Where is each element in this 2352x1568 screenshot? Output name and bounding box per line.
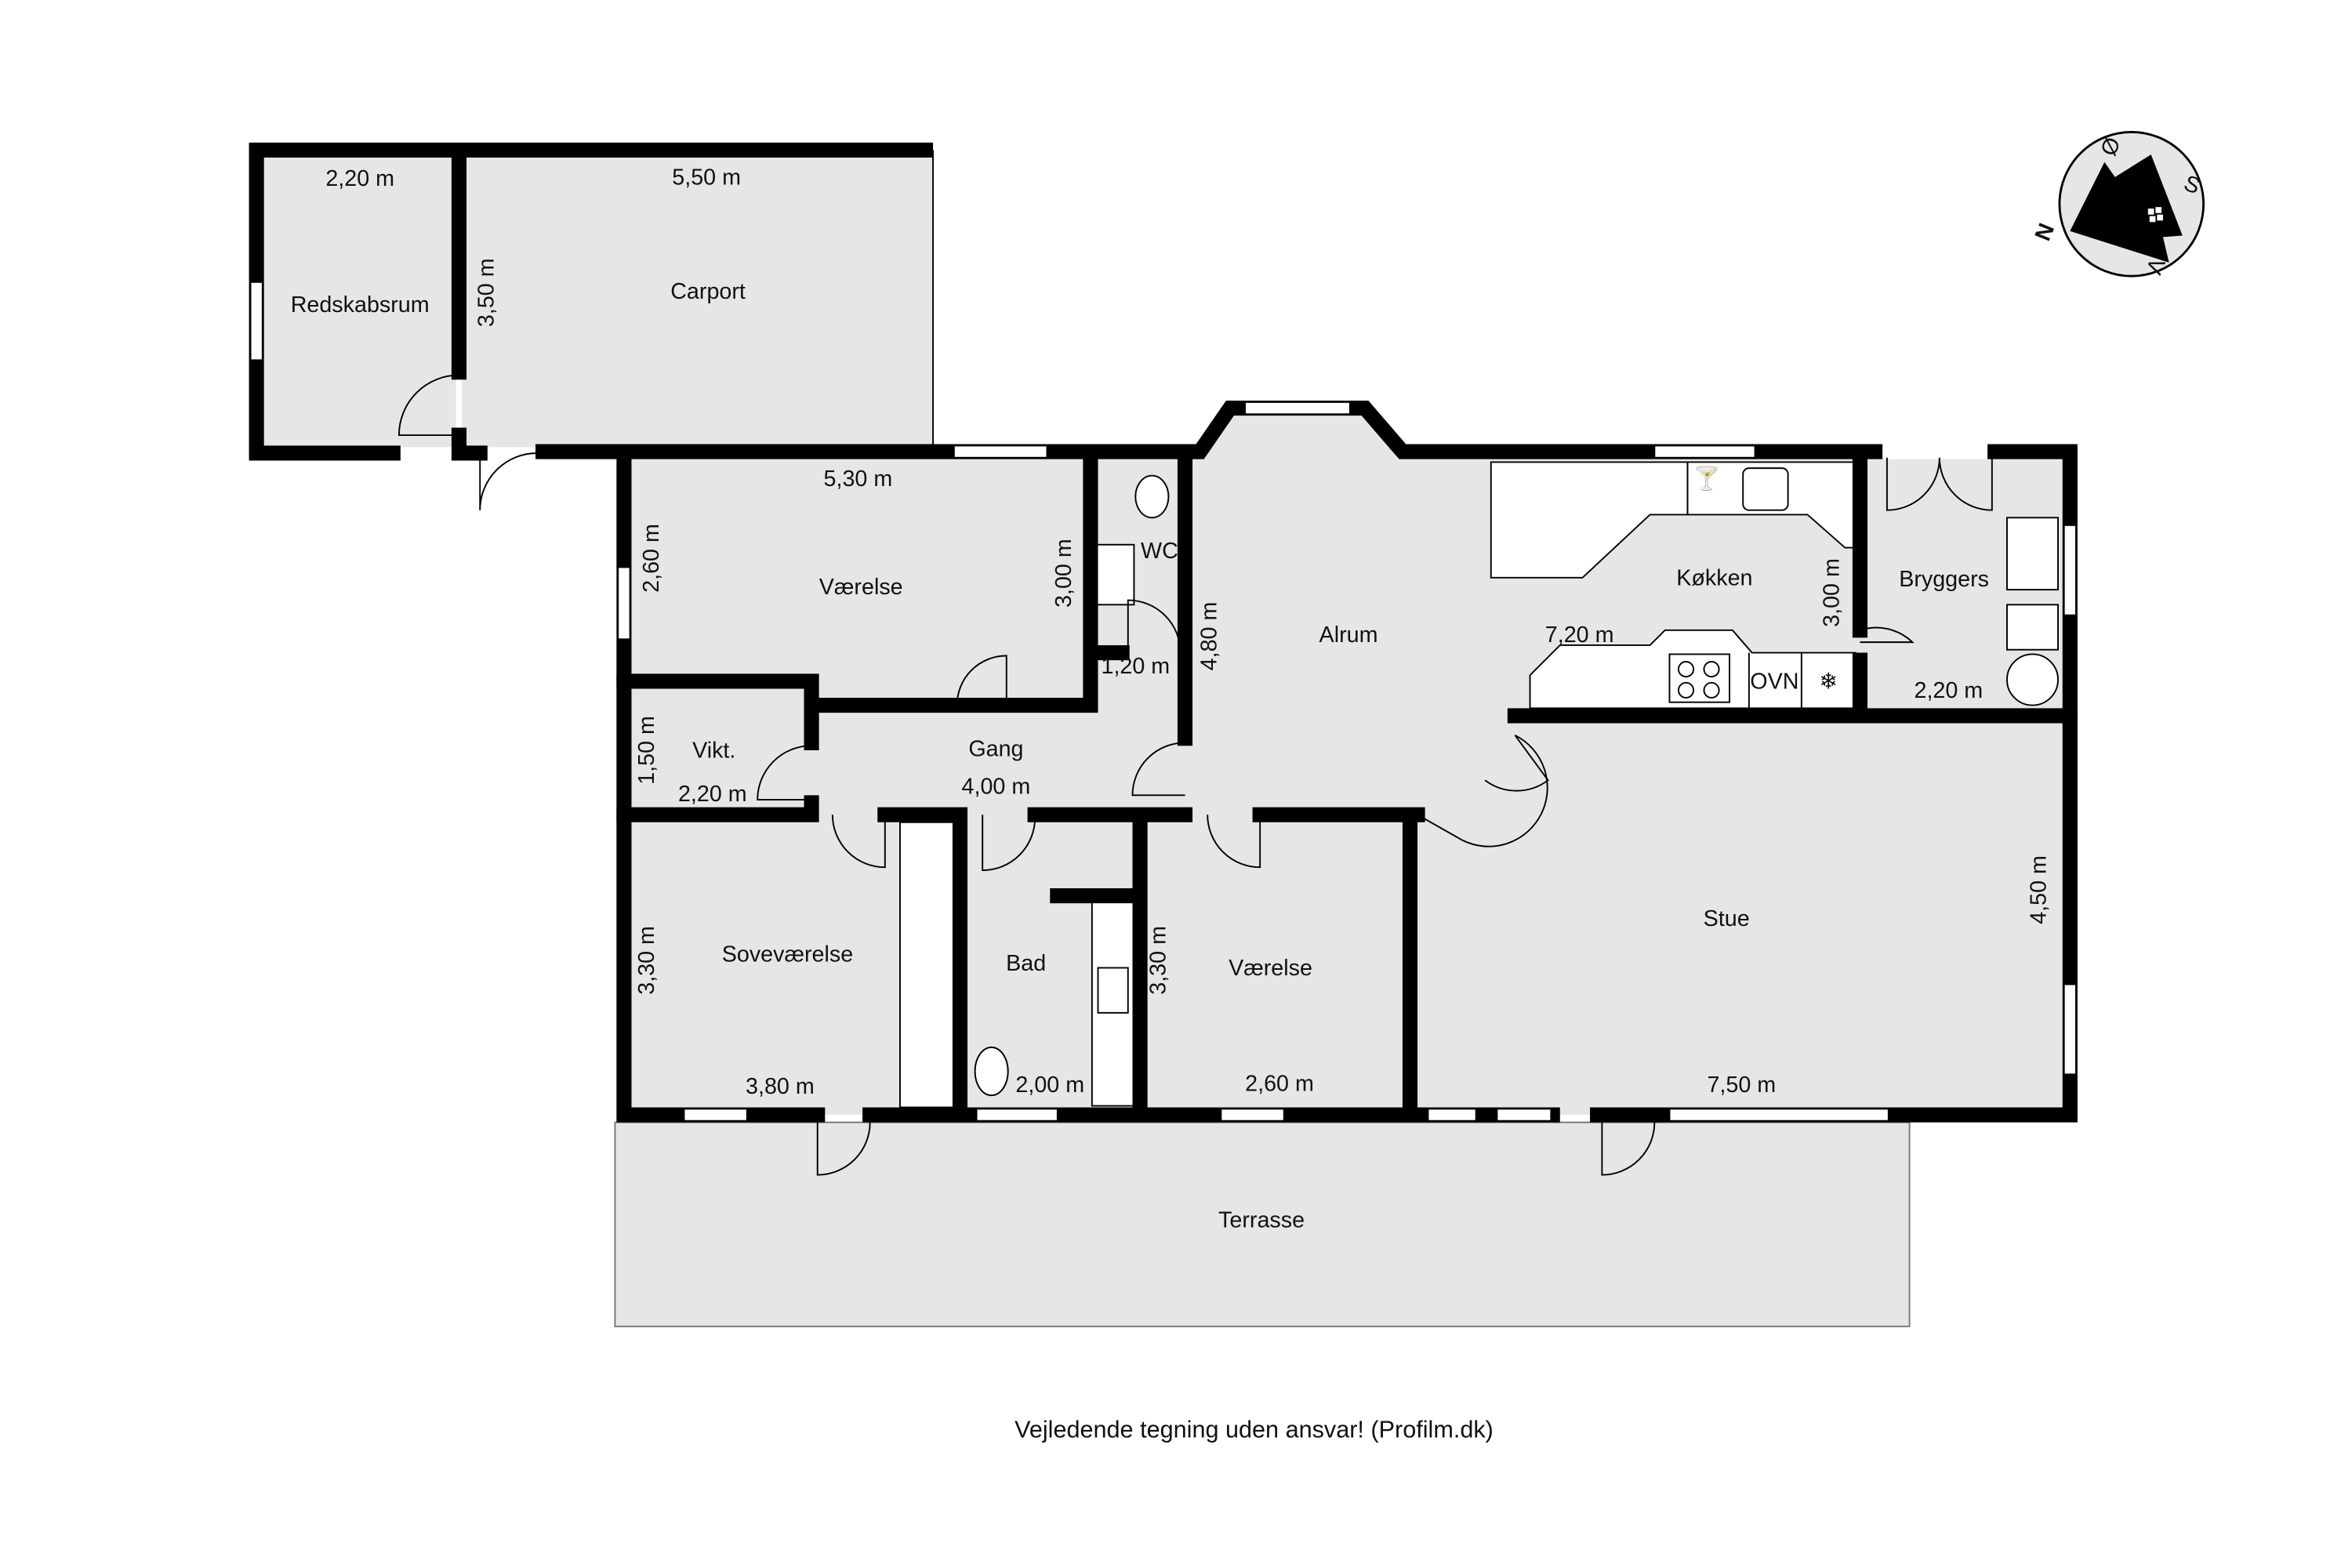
room-vaerelse-2: Værelse: [1229, 956, 1312, 981]
room-vaerelse: Værelse: [819, 575, 903, 600]
wc-sink-icon: [1094, 543, 1135, 606]
room-bryggers: Bryggers: [1899, 567, 1989, 592]
floor-carport: [462, 156, 934, 448]
door-terrasse-west[interactable]: [816, 1115, 871, 1176]
dim: 7,50 m: [1707, 1073, 1776, 1098]
dryer-icon: [2005, 653, 2059, 706]
room-sovevaerelse: Soveværelse: [722, 942, 853, 967]
dim: 5,50 m: [672, 165, 741, 190]
room-gang: Gang: [968, 737, 1023, 762]
room-koekken: Køkken: [1676, 565, 1752, 590]
door-terrasse-east[interactable]: [1601, 1122, 1656, 1176]
floors: OVN ❄ 🍸: [263, 150, 2071, 1327]
dim: 3,00 m: [1820, 558, 1845, 627]
dim: 3,30 m: [634, 926, 659, 995]
stove-icon: [1668, 653, 1730, 703]
freezer-icon: ❄: [1819, 669, 1838, 694]
wc-toilet-icon: [1134, 474, 1170, 519]
doors: [397, 374, 1993, 1176]
house-compass-icon: N Ø S V: [2031, 130, 2205, 278]
room-redskabsrum: Redskabsrum: [291, 292, 430, 318]
oven-label: OVN: [1750, 669, 1798, 694]
dim: 4,50 m: [2027, 855, 2052, 924]
disclaimer: Vejledende tegning uden ansvar! (Profilm…: [1014, 1416, 1494, 1443]
dim: 4,00 m: [962, 774, 1031, 799]
room-carport: Carport: [670, 279, 746, 304]
wardrobe: [899, 821, 955, 1109]
door-alrum[interactable]: [1131, 742, 1185, 797]
door-bryggers-outside[interactable]: [1886, 457, 1993, 511]
door-sovevaerelse[interactable]: [831, 815, 886, 869]
windows: [249, 281, 2077, 1122]
dim: 3,00 m: [1051, 539, 1076, 608]
bath-sink-icon: [1097, 967, 1129, 1014]
dim: 2,20 m: [325, 166, 394, 191]
kitchen-island: [1490, 461, 1689, 579]
dim: 5,30 m: [824, 466, 893, 492]
door-redskabsrum[interactable]: [397, 374, 459, 436]
dim: 4,80 m: [1197, 602, 1222, 671]
dim: 1,50 m: [634, 716, 659, 785]
door-carport[interactable]: [479, 452, 537, 510]
room-alrum: Alrum: [1319, 622, 1378, 648]
dim: 2,20 m: [678, 782, 747, 807]
room-stue: Stue: [1704, 906, 1750, 931]
room-bad: Bad: [1006, 951, 1046, 976]
room-terrasse: Terrasse: [1218, 1207, 1305, 1232]
dim: 7,20 m: [1545, 622, 1614, 648]
dim: 2,60 m: [639, 524, 664, 593]
toilet-icon: [974, 1046, 1009, 1097]
room-vikt: Vikt.: [692, 738, 735, 763]
door-stue[interactable]: [1417, 734, 1548, 848]
labels: Redskabsrum 2,20 m 3,50 m Carport 5,50 m…: [291, 165, 2052, 1232]
door-vaerelse[interactable]: [956, 655, 1007, 706]
compass-n: N: [2031, 220, 2060, 245]
floor-house: [631, 416, 2071, 1116]
dim: 2,60 m: [1245, 1071, 1314, 1096]
washing-machine-icon: [2005, 604, 2059, 651]
dim: 3,50 m: [474, 258, 499, 327]
dim: 2,20 m: [1914, 678, 1983, 703]
dim: 2,00 m: [1015, 1073, 1084, 1098]
door-bryggers[interactable]: [1860, 626, 1915, 644]
kitchen-sink-icon: [1742, 467, 1789, 511]
dishwasher-icon: 🍸: [1693, 465, 1721, 492]
room-wc: WC: [1141, 539, 1178, 564]
door-wc[interactable]: [1127, 599, 1181, 653]
dim: 1,20 m: [1101, 654, 1170, 679]
door-vikt[interactable]: [757, 745, 812, 801]
door-bad[interactable]: [982, 815, 1036, 872]
door-vaerelse2[interactable]: [1207, 815, 1261, 869]
floor-redskabsrum: [263, 156, 456, 448]
dim: 3,80 m: [746, 1074, 815, 1099]
utility-sink-icon: [2005, 517, 2059, 591]
dim: 3,30 m: [1146, 926, 1171, 995]
